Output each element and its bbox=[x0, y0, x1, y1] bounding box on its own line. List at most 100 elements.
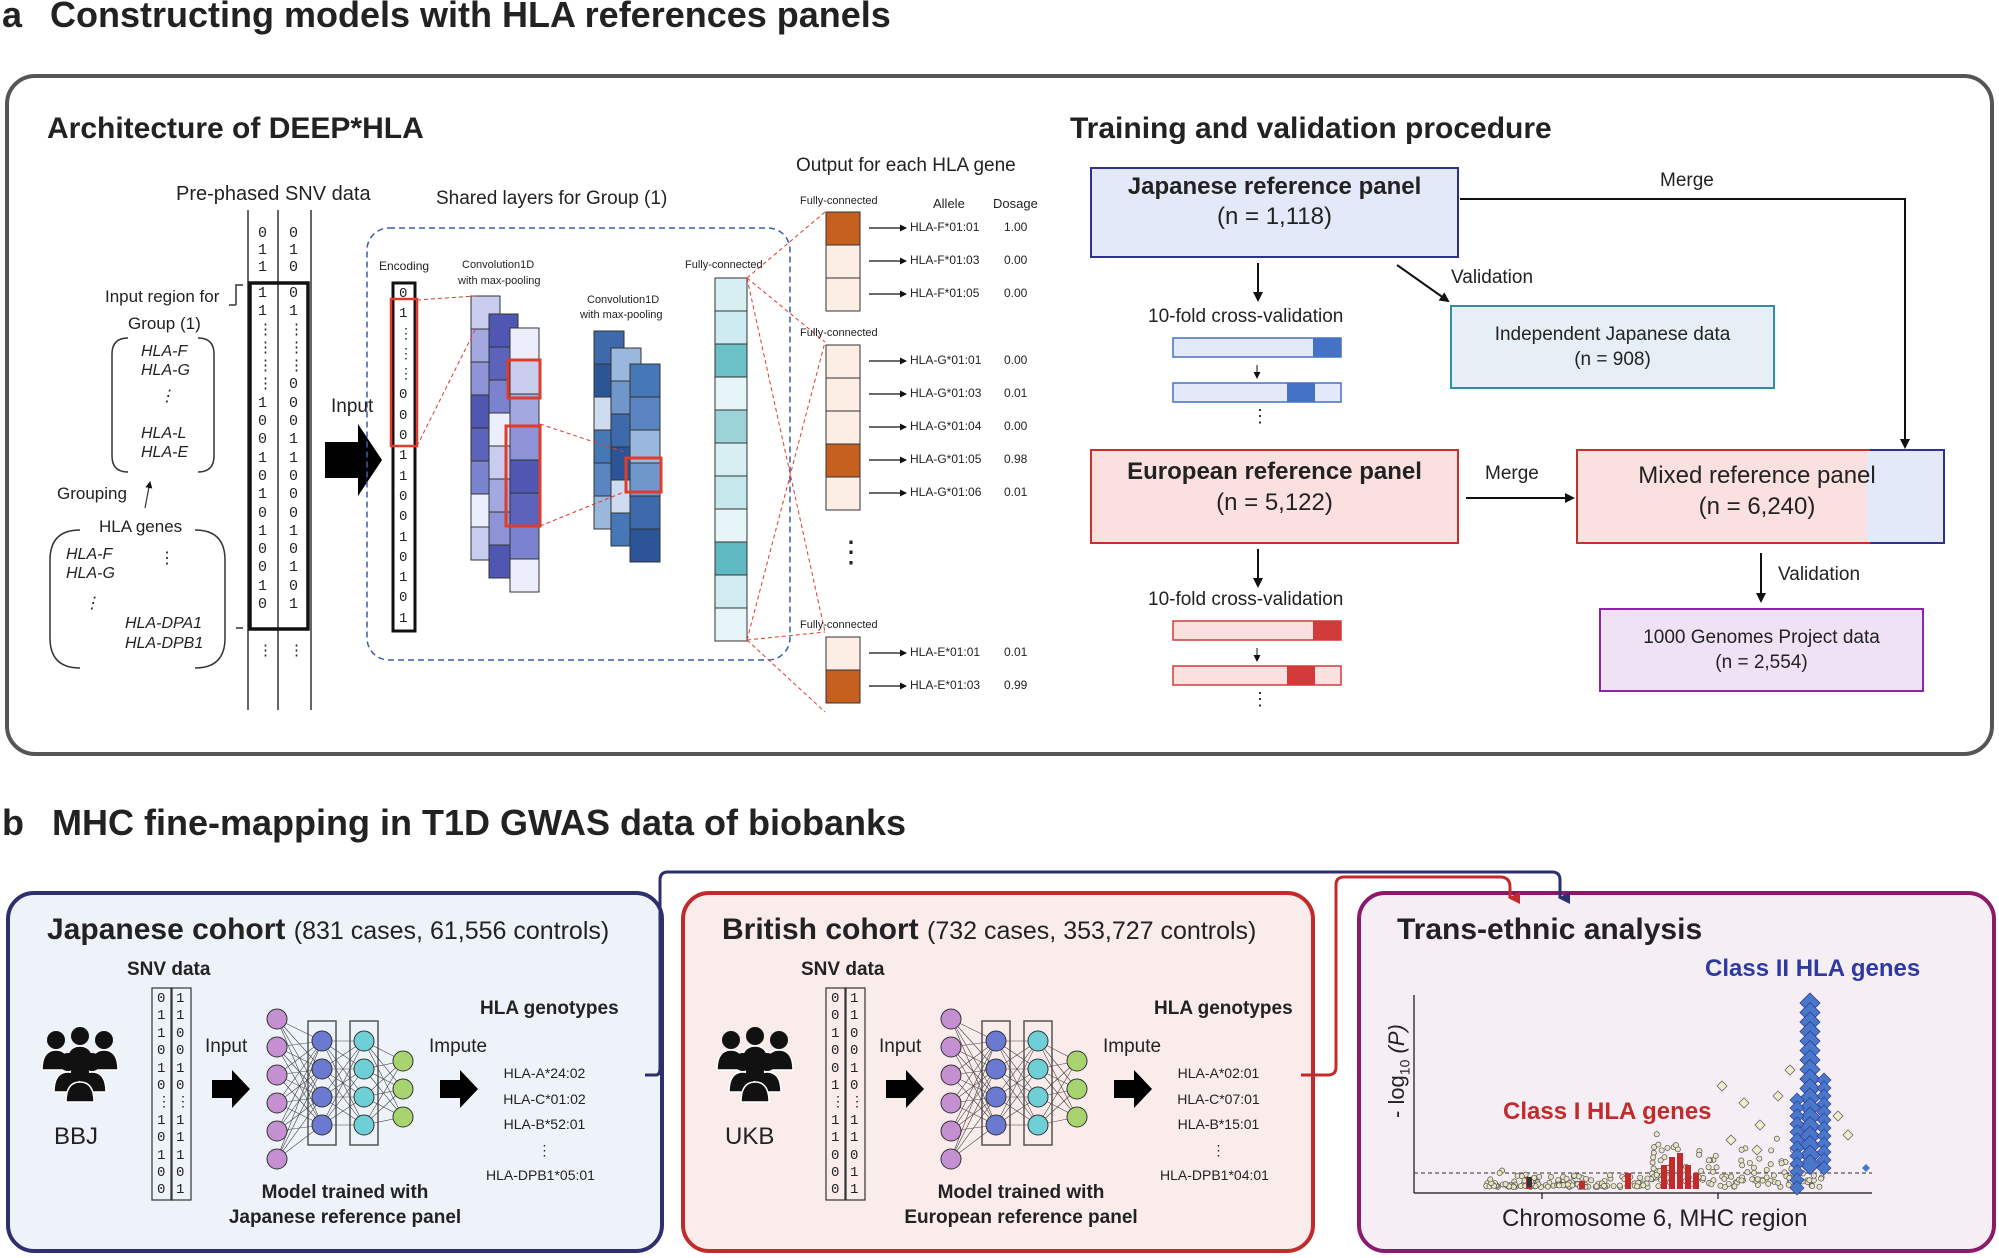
snv-point bbox=[1770, 1172, 1777, 1179]
jp-genotypes-title: HLA genotypes bbox=[480, 998, 619, 1019]
class2-label: Class II HLA genes bbox=[1705, 955, 1921, 982]
snv-point bbox=[1661, 1154, 1668, 1161]
output-allele: HLA-G*01:06 bbox=[910, 485, 982, 499]
snv-col1-mid: 1 1 ⋮ ⋮ ⋮ ⋮ 1 0 0 1 0 1 0 1 0 0 1 0 bbox=[258, 285, 273, 614]
person-head bbox=[722, 1031, 740, 1049]
neuron bbox=[1066, 1106, 1088, 1128]
snv-point bbox=[1754, 1176, 1761, 1183]
snv-point bbox=[1746, 1159, 1753, 1166]
connection bbox=[995, 1040, 1039, 1098]
snv-diamond bbox=[1772, 1090, 1784, 1102]
jp-snv-label: SNV data bbox=[127, 959, 211, 980]
neuron bbox=[1027, 1086, 1049, 1108]
snv-point bbox=[1606, 1172, 1613, 1179]
output-dosage: 0.01 bbox=[1004, 386, 1028, 400]
conv1-cell bbox=[509, 525, 540, 560]
output-dosage: 0.00 bbox=[1004, 419, 1028, 433]
class1-point bbox=[1677, 1169, 1683, 1173]
snv-point bbox=[1756, 1155, 1763, 1162]
conv2-cell bbox=[629, 363, 661, 398]
indep-n: (n = 908) bbox=[1574, 349, 1651, 370]
uk-to-trans-line bbox=[1301, 875, 1520, 1077]
output-fc-label: Fully-connected bbox=[800, 195, 878, 207]
encoding-column bbox=[391, 281, 417, 633]
class1-point bbox=[1669, 1161, 1675, 1165]
jp-input-label: Input bbox=[205, 1036, 248, 1057]
snv-point bbox=[1763, 1166, 1770, 1173]
validation-top-label: Validation bbox=[1451, 267, 1534, 288]
class1-point bbox=[1693, 1185, 1699, 1189]
snv-point bbox=[1510, 1183, 1517, 1190]
neuron bbox=[266, 1092, 288, 1114]
conv1-cell bbox=[509, 459, 540, 494]
snv-point bbox=[1810, 1172, 1817, 1179]
output-allele: HLA-G*01:04 bbox=[910, 419, 982, 433]
shared-layers-box bbox=[366, 227, 791, 661]
person-head bbox=[746, 1027, 764, 1045]
neuron bbox=[266, 1036, 288, 1058]
snv-point bbox=[1698, 1167, 1704, 1174]
mixed-panel-n: (n = 6,240) bbox=[1698, 493, 1816, 520]
uk-impute-label: Impute bbox=[1103, 1036, 1162, 1057]
cv-dots-jp: ⋮ bbox=[1251, 406, 1269, 426]
people-icon bbox=[716, 1027, 794, 1103]
snv-point bbox=[1644, 1175, 1651, 1182]
manhattan-plot bbox=[1413, 992, 1872, 1199]
connection bbox=[321, 1040, 365, 1098]
shared-layers-label: Shared layers for Group (1) bbox=[436, 188, 668, 209]
neuron bbox=[1027, 1058, 1049, 1080]
output-cell bbox=[825, 344, 861, 379]
snv-point bbox=[1725, 1180, 1732, 1187]
snv-point bbox=[1583, 1175, 1589, 1182]
uk-cohort-name: British cohort bbox=[722, 913, 919, 946]
output-dosage: 0.00 bbox=[1004, 353, 1028, 367]
conv2-layers bbox=[593, 330, 663, 563]
panel-b-letter: b bbox=[2, 802, 24, 843]
hla-genes-bracket bbox=[49, 529, 226, 669]
snv-point bbox=[1556, 1182, 1563, 1189]
output-fc-label: Fully-connected bbox=[800, 327, 878, 339]
uk-cohort-title: British cohort (732 cases, 353,727 contr… bbox=[722, 913, 1256, 947]
neuron bbox=[392, 1078, 414, 1100]
connection bbox=[276, 1068, 323, 1160]
class2-point bbox=[1799, 1153, 1821, 1176]
conv2-label-2: with max-pooling bbox=[580, 309, 663, 321]
conv1-cell bbox=[509, 327, 540, 362]
person-body bbox=[65, 1081, 95, 1103]
panel-b-title: MHC fine-mapping in T1D GWAS data of bio… bbox=[52, 802, 907, 843]
snv-diamond bbox=[1832, 1110, 1844, 1122]
jp-panel-n: (n = 1,118) bbox=[1217, 203, 1332, 230]
hla-gene: HLA-F bbox=[66, 546, 113, 563]
training-title: Training and validation procedure bbox=[1070, 112, 1552, 145]
neuron bbox=[266, 1148, 288, 1170]
ylabel-suffix: (P) bbox=[1384, 1024, 1409, 1060]
neuron bbox=[940, 1092, 962, 1114]
indep-name: Independent Japanese data bbox=[1494, 324, 1731, 345]
class1-point bbox=[1661, 1173, 1667, 1177]
neuron bbox=[940, 1120, 962, 1142]
kg-n: (n = 2,554) bbox=[1715, 652, 1808, 673]
class1-point bbox=[1677, 1157, 1683, 1161]
genotype: ⋮ bbox=[1211, 1141, 1226, 1158]
snv-point bbox=[1721, 1175, 1728, 1182]
snv-diamond bbox=[1716, 1080, 1728, 1092]
output-fc-label: Fully-connected bbox=[800, 619, 878, 631]
snv-point bbox=[1593, 1183, 1600, 1190]
class1-label: Class I HLA genes bbox=[1503, 1098, 1712, 1125]
snv-point bbox=[1731, 1183, 1738, 1190]
uk-biobank-label: UKB bbox=[725, 1123, 775, 1150]
person-head bbox=[95, 1031, 113, 1049]
fc-cell bbox=[714, 343, 748, 378]
genotype: HLA-B*15:01 bbox=[1177, 1116, 1260, 1132]
fc-cell bbox=[714, 541, 748, 576]
output-dosage: 0.99 bbox=[1004, 678, 1028, 692]
uk-model-line1: Model trained with bbox=[937, 1182, 1105, 1203]
hla-gene: HLA-DPB1 bbox=[125, 635, 204, 652]
fc-cell bbox=[714, 607, 748, 642]
genotype: HLA-A*02:01 bbox=[1177, 1065, 1260, 1081]
connection bbox=[950, 1040, 997, 1104]
output-cell bbox=[825, 410, 861, 445]
connection bbox=[276, 1040, 323, 1104]
connection bbox=[1037, 1060, 1078, 1126]
snv-point bbox=[1531, 1174, 1538, 1181]
